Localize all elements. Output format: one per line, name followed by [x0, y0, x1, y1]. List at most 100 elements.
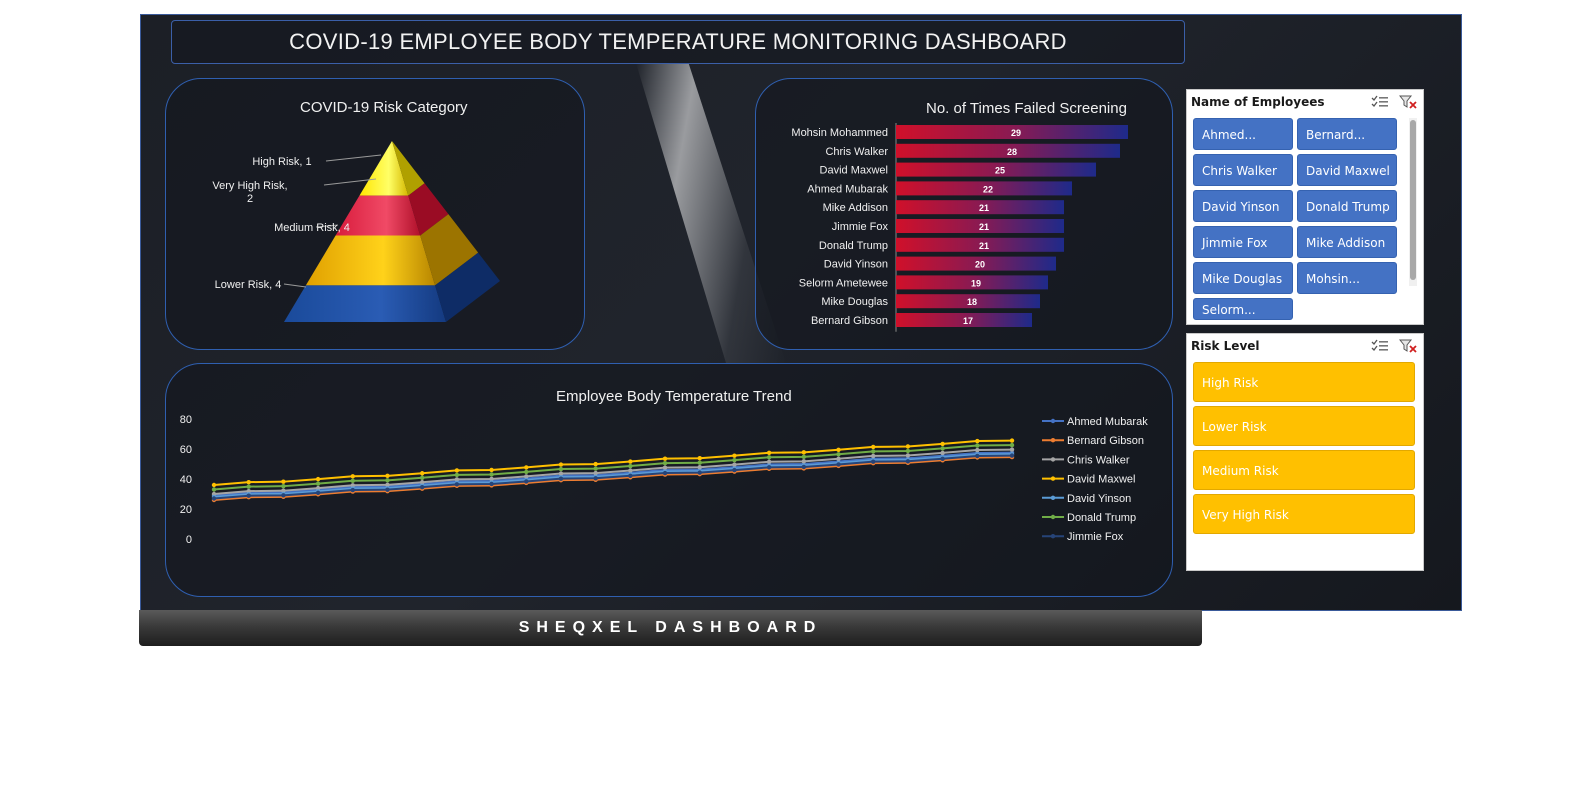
series-point: [558, 462, 564, 467]
bar-category-label: Selorm Ametewee: [799, 277, 888, 289]
pyramid-layer-front: [335, 195, 421, 236]
pyramid-data-label: High Risk, 1: [252, 156, 311, 168]
series-point: [697, 470, 702, 475]
series-point: [940, 456, 945, 461]
legend-label: Ahmed Mubarak: [1067, 416, 1148, 428]
slicer-item-david-yinson[interactable]: David Yinson: [1193, 190, 1293, 222]
series-point: [593, 476, 598, 481]
series-point: [628, 473, 633, 479]
series-point: [419, 484, 425, 490]
employee-slicer: Name of Employees Ahmed... Bernard... Ch…: [1186, 89, 1424, 325]
series-point: [211, 482, 217, 488]
series-point: [766, 455, 772, 460]
bar-category-label: Mike Douglas: [821, 296, 888, 308]
series-line: [213, 456, 1013, 501]
series-point: [697, 465, 702, 470]
bar: [896, 275, 1048, 290]
slicer-item-donald-trump[interactable]: Donald Trump: [1297, 190, 1397, 222]
series-point: [246, 488, 251, 494]
series-point: [1009, 438, 1015, 443]
series-point: [732, 462, 737, 467]
series-point: [454, 472, 460, 478]
pyramid-layer-side: [420, 214, 479, 286]
bar-data-label: 28: [1007, 147, 1017, 157]
y-tick-label: 60: [180, 444, 192, 456]
pyramid-data-label: Very High Risk,: [212, 180, 287, 192]
bar-data-label: 20: [975, 260, 985, 270]
failed-screening-title: No. of Times Failed Screening: [926, 100, 1127, 117]
slicer-item-very-high-risk[interactable]: Very High Risk: [1193, 494, 1415, 534]
legend-marker: [1050, 495, 1056, 500]
legend-label: David Maxwel: [1067, 474, 1135, 486]
series-point: [454, 477, 460, 482]
scrollbar-thumb[interactable]: [1410, 120, 1416, 280]
series-point: [211, 496, 217, 501]
series-point: [940, 450, 945, 456]
slicer-item-chris-walker[interactable]: Chris Walker: [1193, 154, 1293, 186]
series-point: [315, 485, 321, 491]
y-tick-label: 0: [186, 534, 192, 546]
multi-select-icon[interactable]: [1371, 95, 1389, 109]
dashboard-board: COVID-19 EMPLOYEE BODY TEMPERATURE MONIT…: [140, 14, 1462, 611]
clear-filter-icon[interactable]: [1399, 95, 1417, 109]
employee-slicer-scrollbar[interactable]: [1409, 118, 1417, 286]
clear-filter-icon[interactable]: [1399, 339, 1417, 353]
y-tick-label: 80: [180, 414, 192, 426]
series-point: [732, 453, 737, 458]
slicer-item-mike-douglas[interactable]: Mike Douglas: [1193, 262, 1293, 294]
slicer-item-mike-addison[interactable]: Mike Addison: [1297, 226, 1397, 258]
series-point: [836, 462, 841, 467]
series-point: [246, 479, 251, 485]
bar-category-label: Mohsin Mohammed: [791, 127, 888, 139]
series-point: [871, 449, 876, 454]
slicer-item-high-risk[interactable]: High Risk: [1193, 362, 1415, 402]
slicer-item-medium-risk[interactable]: Medium Risk: [1193, 450, 1415, 490]
slicer-item-selorm[interactable]: Selorm...: [1193, 298, 1293, 320]
bar-category-label: David Maxwel: [820, 165, 888, 177]
bar: [896, 313, 1032, 327]
bar: [896, 162, 1096, 177]
series-point: [524, 479, 529, 484]
series-point: [246, 493, 251, 498]
slicer-item-mohsin[interactable]: Mohsin...: [1297, 262, 1397, 294]
series-point: [281, 488, 286, 493]
slicer-item-jimmie-fox[interactable]: Jimmie Fox: [1193, 226, 1293, 258]
series-point: [940, 441, 945, 447]
series-point: [419, 471, 425, 476]
bar-category-label: Donald Trump: [819, 240, 888, 252]
risk-category-title: COVID-19 Risk Category: [300, 99, 468, 116]
bar-data-label: 21: [979, 203, 989, 213]
series-point: [905, 459, 911, 464]
bar: [896, 125, 1128, 139]
series-line: [213, 453, 1013, 498]
multi-select-icon[interactable]: [1371, 339, 1389, 353]
series-point: [975, 453, 980, 459]
series-point: [593, 466, 598, 471]
slicer-item-bernard[interactable]: Bernard...: [1297, 118, 1397, 150]
slicer-item-lower-risk[interactable]: Lower Risk: [1193, 406, 1415, 446]
y-tick-label: 20: [180, 504, 192, 516]
bar: [896, 219, 1064, 233]
series-point: [350, 474, 355, 479]
series-line: [213, 448, 1013, 495]
bar-category-label: Chris Walker: [825, 146, 888, 158]
series-point: [489, 481, 494, 487]
series-point: [454, 482, 460, 487]
series-point: [905, 448, 911, 454]
slicer-item-david-maxwel[interactable]: David Maxwel: [1297, 154, 1397, 186]
series-point: [905, 453, 911, 458]
failed-screening-panel: No. of Times Failed Screening Mohsin Moh…: [755, 78, 1173, 350]
slicer-item-ahmed[interactable]: Ahmed...: [1193, 118, 1293, 150]
series-point: [766, 459, 772, 464]
pyramid-layer-front: [305, 235, 436, 286]
bar: [896, 181, 1072, 196]
pyramid-leader-line: [325, 154, 382, 162]
pyramid-layer-side: [408, 183, 449, 236]
series-point: [1009, 453, 1015, 458]
dashboard-title: COVID-19 EMPLOYEE BODY TEMPERATURE MONIT…: [171, 20, 1185, 64]
bar: [896, 256, 1056, 271]
series-point: [871, 444, 876, 450]
series-point: [836, 456, 841, 461]
series-point: [558, 476, 564, 481]
